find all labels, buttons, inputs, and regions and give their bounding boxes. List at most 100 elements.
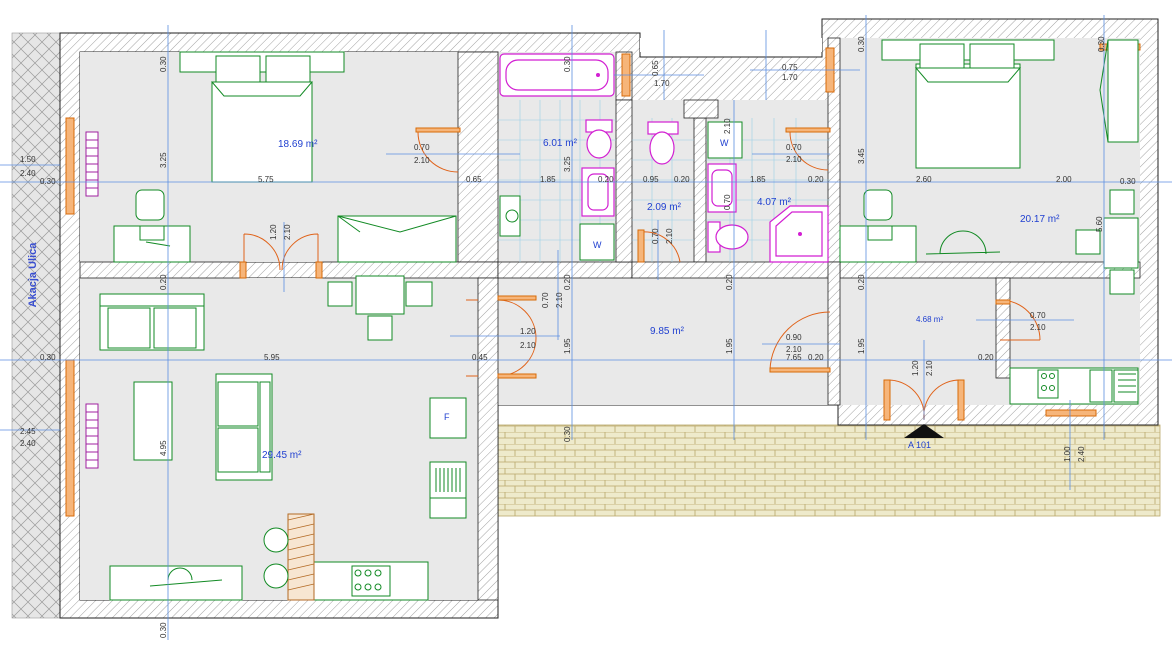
svg-text:1.00: 1.00 — [1063, 446, 1072, 462]
area-bedroom-right: 20.17 m² — [1020, 214, 1060, 225]
svg-text:0.30: 0.30 — [1097, 36, 1106, 52]
dining-table — [327, 275, 433, 341]
street-label: Akacja Ulica — [27, 242, 39, 308]
svg-text:0.90: 0.90 — [786, 333, 802, 342]
svg-text:5.95: 5.95 — [264, 353, 280, 362]
svg-text:0.75: 0.75 — [782, 63, 798, 72]
svg-text:1.20: 1.20 — [911, 360, 920, 376]
svg-text:0.20: 0.20 — [808, 353, 824, 362]
svg-text:0.20: 0.20 — [857, 274, 866, 290]
coffee-table — [133, 381, 173, 461]
svg-text:0.30: 0.30 — [40, 177, 56, 186]
bathtub — [499, 53, 615, 97]
svg-text:2.60: 2.60 — [916, 175, 932, 184]
svg-text:0.70: 0.70 — [541, 292, 550, 308]
sink-bath1 — [499, 167, 615, 237]
entrance-label: A 101 — [908, 440, 931, 450]
dimension-labels: 0.30 0.30 0.30 0.30 0.30 0.30 0.30 0.30 … — [20, 36, 1136, 638]
svg-text:2.10: 2.10 — [414, 156, 430, 165]
svg-text:1.50: 1.50 — [20, 155, 36, 164]
doors — [239, 127, 1041, 421]
svg-text:3.45: 3.45 — [857, 148, 866, 164]
area-hall: 9.85 m² — [650, 326, 685, 337]
svg-text:4.95: 4.95 — [159, 440, 168, 456]
svg-text:1.95: 1.95 — [857, 338, 866, 354]
svg-text:2.45: 2.45 — [20, 427, 36, 436]
svg-text:2.00: 2.00 — [1056, 175, 1072, 184]
svg-text:2.10: 2.10 — [283, 224, 292, 240]
table-right — [925, 189, 1139, 295]
svg-text:2.10: 2.10 — [1030, 323, 1046, 332]
svg-text:7.65: 7.65 — [786, 353, 802, 362]
svg-text:1.70: 1.70 — [782, 73, 798, 82]
svg-text:0.20: 0.20 — [598, 175, 614, 184]
svg-text:1.85: 1.85 — [540, 175, 556, 184]
shower — [769, 205, 829, 263]
wardrobe-left — [337, 215, 457, 263]
svg-text:3.25: 3.25 — [563, 156, 572, 172]
svg-text:2.40: 2.40 — [20, 169, 36, 178]
svg-text:0.20: 0.20 — [563, 274, 572, 290]
area-bathroom-1: 6.01 m² — [543, 138, 578, 149]
washer-bath2 — [707, 121, 743, 159]
washer2-label: W — [720, 138, 729, 148]
area-living-kitchen: 29.45 m² — [262, 450, 302, 461]
svg-text:2.10: 2.10 — [555, 292, 564, 308]
svg-text:0.20: 0.20 — [159, 274, 168, 290]
terrace — [497, 424, 1161, 517]
desk-chair-left — [113, 189, 191, 263]
area-bathroom-2: 4.07 m² — [757, 197, 792, 208]
svg-text:0.70: 0.70 — [786, 143, 802, 152]
toilet-bath2 — [707, 221, 749, 253]
svg-text:1.70: 1.70 — [654, 79, 670, 88]
svg-text:0.20: 0.20 — [978, 353, 994, 362]
svg-text:0.30: 0.30 — [159, 622, 168, 638]
svg-text:2.10: 2.10 — [786, 345, 802, 354]
bed-left — [179, 51, 345, 183]
street-area — [11, 32, 61, 619]
kitchen-unit — [109, 397, 467, 601]
floor-vestibule — [840, 278, 1000, 405]
area-wc: 2.09 m² — [647, 202, 682, 213]
svg-text:2.10: 2.10 — [925, 360, 934, 376]
kitchenette-right — [1009, 367, 1139, 405]
washer-bath1 — [579, 223, 615, 261]
svg-text:2.10: 2.10 — [723, 118, 732, 134]
svg-text:0.30: 0.30 — [159, 56, 168, 72]
wardrobe-right — [1099, 39, 1139, 143]
svg-text:0.70: 0.70 — [1030, 311, 1046, 320]
svg-text:0.20: 0.20 — [674, 175, 690, 184]
bed-right — [881, 39, 1055, 169]
toilet-wc — [647, 121, 679, 165]
svg-text:0.30: 0.30 — [857, 36, 866, 52]
svg-text:3.25: 3.25 — [159, 152, 168, 168]
svg-text:2.10: 2.10 — [665, 228, 674, 244]
svg-text:0.30: 0.30 — [563, 426, 572, 442]
svg-text:0.95: 0.95 — [643, 175, 659, 184]
svg-text:2.10: 2.10 — [786, 155, 802, 164]
svg-text:0.45: 0.45 — [472, 353, 488, 362]
svg-text:1.20: 1.20 — [269, 224, 278, 240]
svg-text:0.20: 0.20 — [725, 274, 734, 290]
sofa-top — [99, 293, 205, 351]
interior-walls — [79, 37, 1141, 601]
svg-text:2.40: 2.40 — [1077, 446, 1086, 462]
sofa-living — [215, 373, 273, 481]
desk-chair-right — [839, 189, 917, 263]
svg-text:0.30: 0.30 — [563, 56, 572, 72]
window-bedroom-left — [65, 117, 75, 215]
svg-text:0.65: 0.65 — [651, 60, 660, 76]
floor-hall — [498, 278, 828, 405]
area-vestibule: 4.68 m² — [916, 315, 943, 324]
fridge-label: F — [444, 412, 450, 422]
svg-text:2.10: 2.10 — [520, 341, 536, 350]
svg-text:0.30: 0.30 — [1120, 177, 1136, 186]
sink-bath2 — [707, 163, 737, 213]
window-kitchen — [1045, 409, 1097, 417]
room-area-labels: 18.69 m² 6.01 m² 2.09 m² 4.07 m² 20.17 m… — [262, 138, 1060, 461]
area-bedroom-left: 18.69 m² — [278, 139, 318, 150]
axis-lines — [0, 15, 1172, 640]
floor-corridor-top — [616, 100, 840, 118]
svg-text:0.70: 0.70 — [723, 194, 732, 210]
